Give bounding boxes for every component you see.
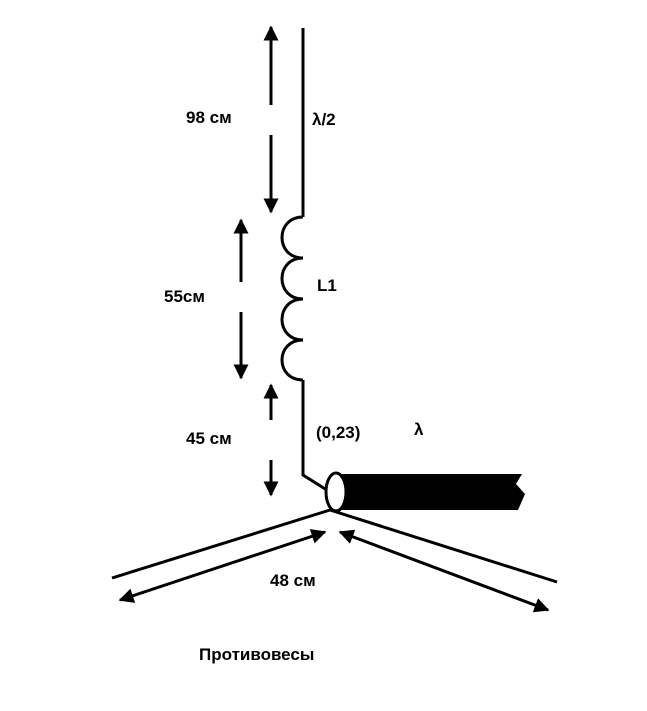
label-coil-length: 55см [164, 287, 205, 306]
label-bottom-length: 45 см [186, 429, 232, 448]
lower-wire [301, 380, 331, 494]
dim-arrow-48-left [118, 529, 327, 603]
label-bottom-fraction-value: (0,23) [316, 423, 361, 442]
label-top-fraction: λ/2 [312, 110, 336, 129]
label-radials-caption: Противовесы [199, 645, 315, 664]
coax-cable [337, 474, 525, 510]
label-bottom-fraction-symbol: λ [414, 420, 424, 439]
label-top-length: 98 см [186, 108, 232, 127]
coil-l1 [280, 215, 304, 382]
label-coil-name: L1 [317, 276, 337, 295]
coax-end [324, 471, 348, 513]
dim-arrow-48-right [338, 529, 550, 613]
label-radial-length: 48 см [270, 571, 316, 590]
